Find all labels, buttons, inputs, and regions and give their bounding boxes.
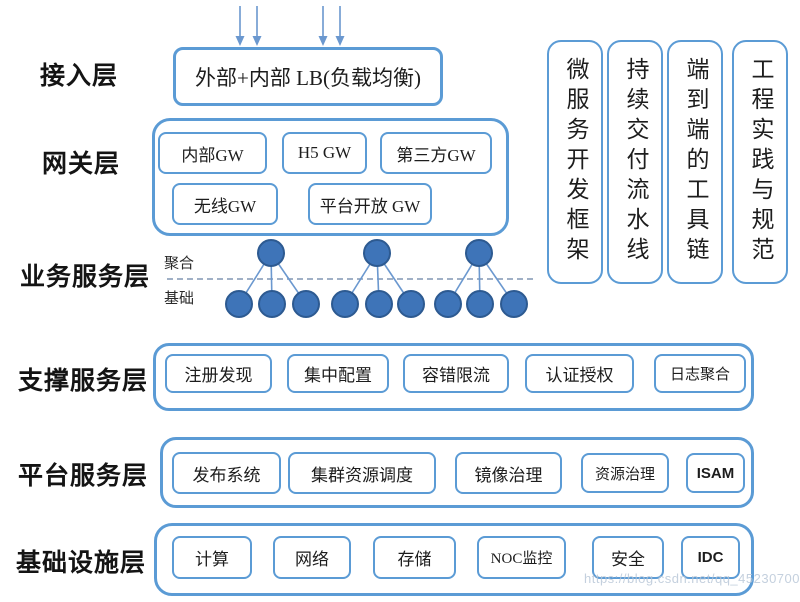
aggregate-node [257,239,285,267]
basic-node [225,290,253,318]
gateway-box-openplatform: 平台开放 GW [308,183,432,225]
platform-box-image: 镜像治理 [455,452,562,494]
layer-label-business: 业务服务层 [20,264,151,291]
gateway-group-box [152,118,509,236]
aggregate-label: 聚合 [164,256,195,272]
incoming-arrows [235,6,345,46]
platform-group-box [160,437,754,508]
platform-box-release: 发布系统 [172,452,281,494]
platform-box-resource: 资源治理 [581,453,669,493]
infra-box-network: 网络 [273,536,351,579]
gateway-box-wireless: 无线GW [172,183,278,225]
basic-node [500,290,528,318]
support-box-faulttolerance: 容错限流 [403,354,509,393]
down-arrow-icon [335,36,345,46]
layer-label-platform: 平台服务层 [18,463,149,490]
layer-label-infrastructure: 基础设施层 [16,550,147,577]
support-box-registry: 注册发现 [165,354,272,393]
infra-box-security: 安全 [592,536,664,579]
service-tree-2 [331,239,425,318]
support-box-logging: 日志聚合 [654,354,746,393]
gateway-box-h5: H5 GW [282,132,367,174]
gateway-box-thirdparty: 第三方GW [380,132,492,174]
pillar-end-to-end-toolchain: 端到端的工具链 [667,40,723,284]
support-box-config: 集中配置 [287,354,389,393]
service-tree-1 [225,239,320,318]
layer-label-gateway: 网关层 [42,151,121,178]
gateway-box-internal: 内部GW [158,132,267,174]
load-balancer-box: 外部+内部 LB(负载均衡) [173,47,443,106]
basic-node [365,290,393,318]
down-arrow-icon [252,36,262,46]
basic-node [434,290,462,318]
pillar-microservice-framework: 微服务开发框架 [547,40,603,284]
infra-box-compute: 计算 [172,536,252,579]
aggregate-node [363,239,391,267]
aggregate-node [465,239,493,267]
basic-label: 基础 [164,291,195,307]
service-tree-3 [434,239,528,318]
layer-label-access: 接入层 [40,63,119,90]
support-group-box [153,343,754,411]
support-box-auth: 认证授权 [525,354,634,393]
infrastructure-group-box [154,523,754,596]
infra-box-idc: IDC [681,536,740,579]
platform-box-isam: ISAM [686,453,745,493]
infra-box-noc: NOC监控 [477,536,566,579]
down-arrow-icon [235,36,245,46]
pillar-continuous-delivery: 持续交付流水线 [607,40,663,284]
basic-node [397,290,425,318]
basic-node [258,290,286,318]
basic-node [331,290,359,318]
basic-node [292,290,320,318]
layer-label-support: 支撑服务层 [18,368,149,395]
watermark: https://blog.csdn.net/qq_45230700 [584,571,800,586]
basic-node [466,290,494,318]
infra-box-storage: 存储 [373,536,456,579]
pillar-engineering-practice: 工程实践与规范 [732,40,788,284]
platform-box-cluster: 集群资源调度 [288,452,436,494]
down-arrow-icon [318,36,328,46]
